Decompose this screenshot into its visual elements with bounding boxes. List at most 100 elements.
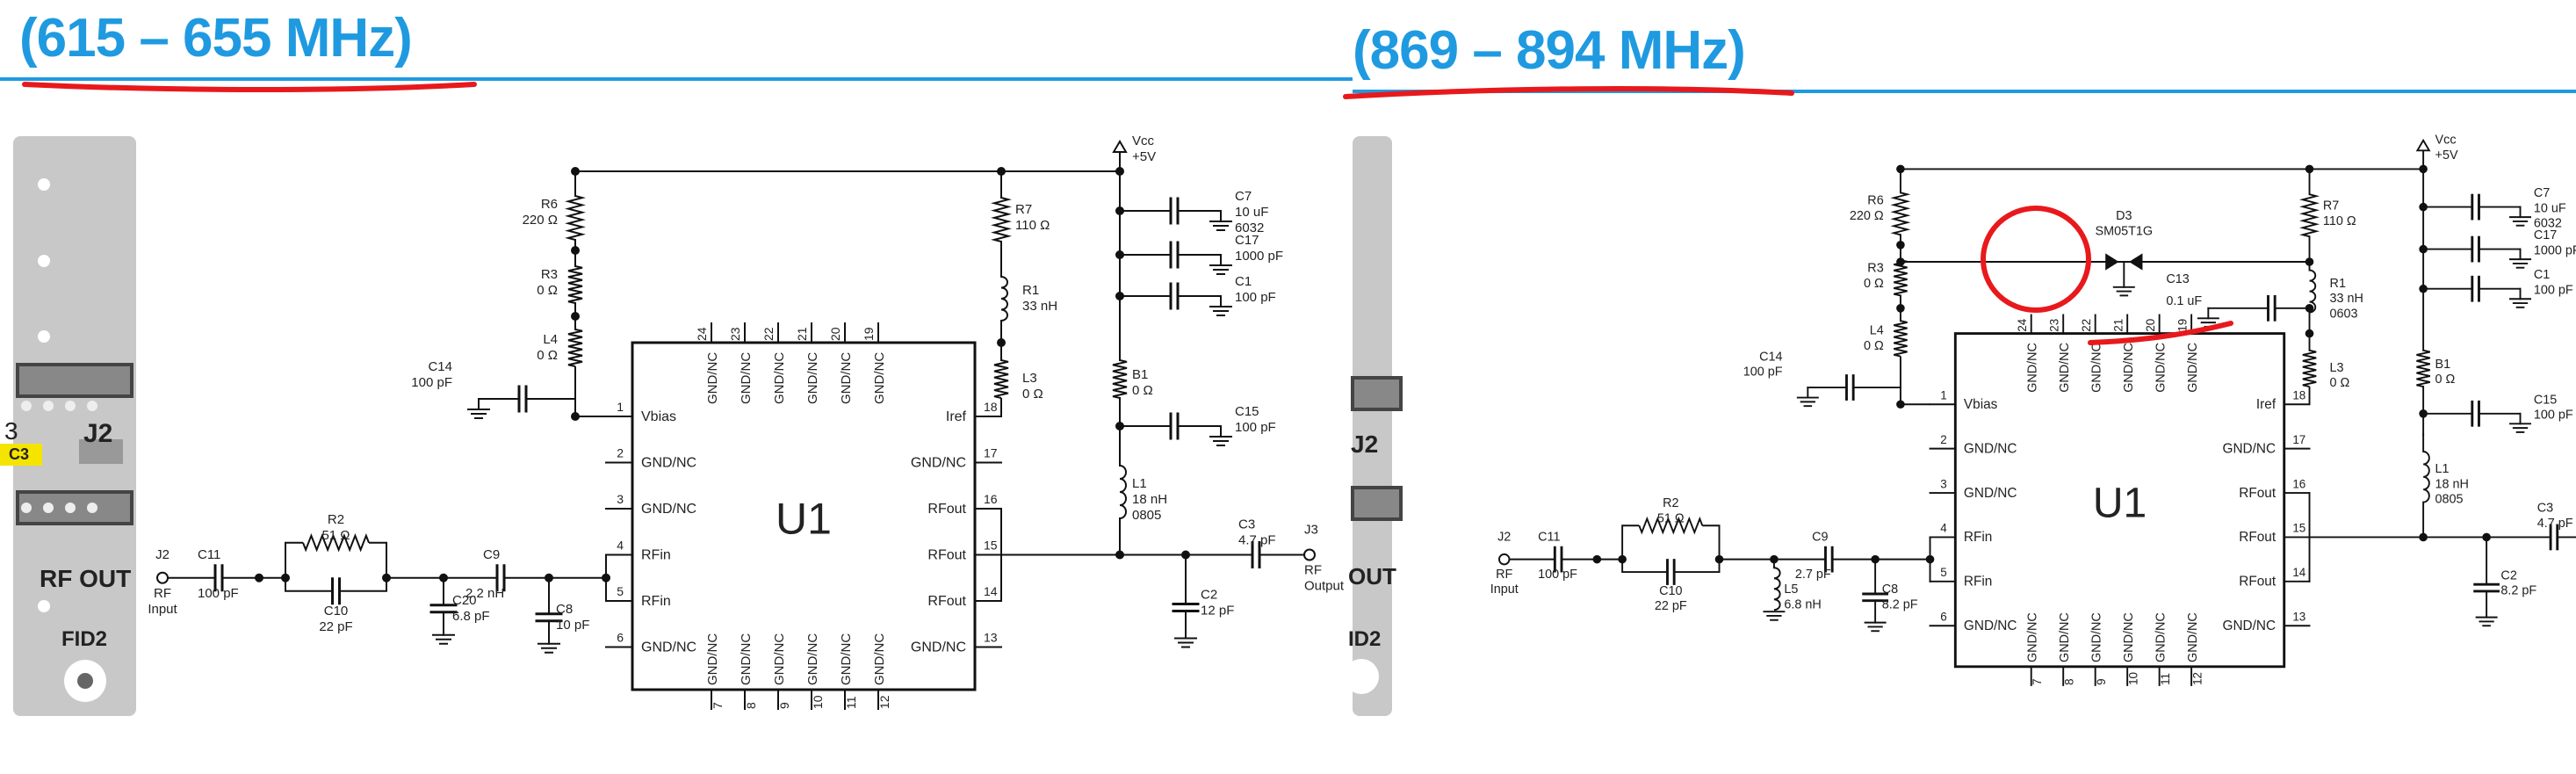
- ic-pin-name: RFout: [927, 502, 966, 517]
- ic-u1-body: [631, 341, 977, 691]
- ic-pin-number: 24: [2016, 318, 2029, 331]
- component-label: C3: [2537, 502, 2553, 516]
- component-label: 51 Ω: [1657, 511, 1685, 525]
- component-label: R1: [2330, 277, 2346, 291]
- component-label: 0603: [2330, 307, 2358, 321]
- ic-pin-name: GND/NC: [2089, 343, 2103, 393]
- component-label: C14: [1759, 350, 1782, 364]
- ferrite-b1: [1112, 359, 1128, 399]
- ic-pin-number: 19: [862, 327, 876, 341]
- ic-pin-number: 10: [811, 695, 825, 709]
- pcb-ref-j2: J2: [83, 419, 112, 448]
- component-label: Input: [1490, 582, 1519, 597]
- component-label: R3: [1867, 262, 1883, 276]
- ic-pin-name: Iref: [2256, 397, 2277, 412]
- ic-pin-number: 5: [617, 584, 624, 598]
- ic-pin-name: RFout: [2239, 575, 2277, 590]
- component-label: 100 pF: [2534, 409, 2573, 423]
- ic-pin-number: 2: [617, 446, 624, 460]
- component-label: 100 pF: [2534, 283, 2573, 297]
- ic-pin-name: RFin: [1964, 575, 1992, 590]
- ic-pin-number: 21: [795, 327, 809, 341]
- component-label: RF: [1304, 563, 1322, 578]
- junction-dot: [1925, 554, 1935, 564]
- ic-pin-number: 1: [617, 400, 624, 414]
- component-label: 0805: [2435, 493, 2464, 507]
- ic-pin-number: 1: [1940, 388, 1946, 401]
- inductor-r1: [1000, 276, 1008, 322]
- pcb-ref-c3-highlight: [0, 444, 42, 466]
- component-label: C1: [1235, 274, 1252, 289]
- component-label: C20: [452, 593, 477, 608]
- diode-d3: [2105, 253, 2119, 271]
- junction-dot: [1115, 292, 1124, 300]
- junction-dot: [2305, 304, 2314, 313]
- junction-dot: [1115, 250, 1124, 259]
- pcb-connector-body: [79, 439, 123, 464]
- component-label: L3: [1022, 371, 1037, 386]
- ic-pin-name: GND/NC: [1964, 618, 2017, 633]
- ic-pin-number: 9: [777, 702, 791, 709]
- ic-pin-number: 14: [2292, 566, 2305, 579]
- component-label: SM05T1G: [2096, 224, 2154, 238]
- ic-pin-name: GND/NC: [839, 352, 854, 404]
- component-label: C3: [1238, 517, 1255, 532]
- component-label: 6.8 pF: [452, 609, 490, 624]
- ic-pin-number: 24: [695, 327, 709, 341]
- junction-dot: [571, 412, 580, 421]
- resistor-l3: [993, 359, 1009, 399]
- wire: [1621, 559, 1668, 574]
- ic-pin-name: RFin: [1964, 530, 1992, 545]
- ic-pin-name: Iref: [946, 409, 967, 424]
- component-label: L4: [543, 332, 558, 347]
- ic-pin-number: 22: [761, 327, 776, 341]
- component-label: 0 Ω: [1864, 277, 1884, 291]
- component-label: 0 Ω: [1132, 383, 1153, 398]
- schematic-615-655: U11Vbias2GND/NC3GND/NC4RFin5RFin6GND/NC1…: [148, 134, 1345, 710]
- component-label: 8.2 pF: [2500, 584, 2536, 598]
- inductor-r1: [2309, 269, 2317, 314]
- component-label: C9: [1812, 531, 1828, 545]
- component-label: 6032: [1235, 221, 1264, 235]
- header-right: (869 – 894 MHz): [1353, 20, 1746, 81]
- ic-pin-number: 20: [828, 327, 842, 341]
- ic-pin-name: GND/NC: [2089, 612, 2103, 662]
- component-label: L1: [1132, 476, 1147, 491]
- ic-pin-number: 22: [2080, 319, 2093, 332]
- ic-pin-name: GND/NC: [2122, 343, 2136, 393]
- junction-dot: [1896, 257, 1905, 266]
- ic-pin-name: GND/NC: [872, 352, 887, 404]
- ic-pin-number: 13: [2292, 610, 2305, 623]
- component-label: 220 Ω: [1850, 209, 1884, 223]
- component-label: C11: [198, 547, 220, 562]
- resistor-r2: [1638, 516, 1704, 535]
- ic-pin-number: 19: [2176, 319, 2189, 332]
- component-label: 100 pF: [1538, 568, 1577, 582]
- component-label: C14: [428, 359, 452, 374]
- component-label: C8: [1882, 582, 1898, 597]
- port-j3: [1303, 548, 1316, 561]
- component-label: B1: [2435, 358, 2451, 372]
- component-label: L5: [1784, 582, 1798, 597]
- pcb-via: [65, 503, 76, 513]
- component-label: R2: [328, 512, 344, 527]
- pcb-fiducial: [1344, 659, 1379, 694]
- pcb-fid-label: ID2: [1348, 627, 1381, 651]
- ic-pin-number: 9: [2095, 678, 2108, 684]
- component-label: RF: [154, 586, 171, 601]
- ic-pin-name: GND/NC: [2122, 612, 2136, 662]
- component-label: C7: [1235, 189, 1252, 204]
- markup-underline-c13: [2088, 321, 2233, 345]
- component-label: C1: [2534, 268, 2550, 282]
- ic-pin-number: 10: [2127, 672, 2140, 685]
- ic-pin-name: GND/NC: [739, 633, 754, 685]
- pcb-via: [38, 330, 50, 343]
- ic-pin-name: GND/NC: [2186, 343, 2200, 393]
- ic-pin-number: 4: [1940, 522, 1947, 535]
- pcb-via: [43, 503, 54, 513]
- wire: [1702, 524, 1721, 560]
- resistor-r6: [1890, 192, 1911, 236]
- inductor-l1: [1119, 465, 1127, 519]
- component-label: L4: [1870, 324, 1884, 338]
